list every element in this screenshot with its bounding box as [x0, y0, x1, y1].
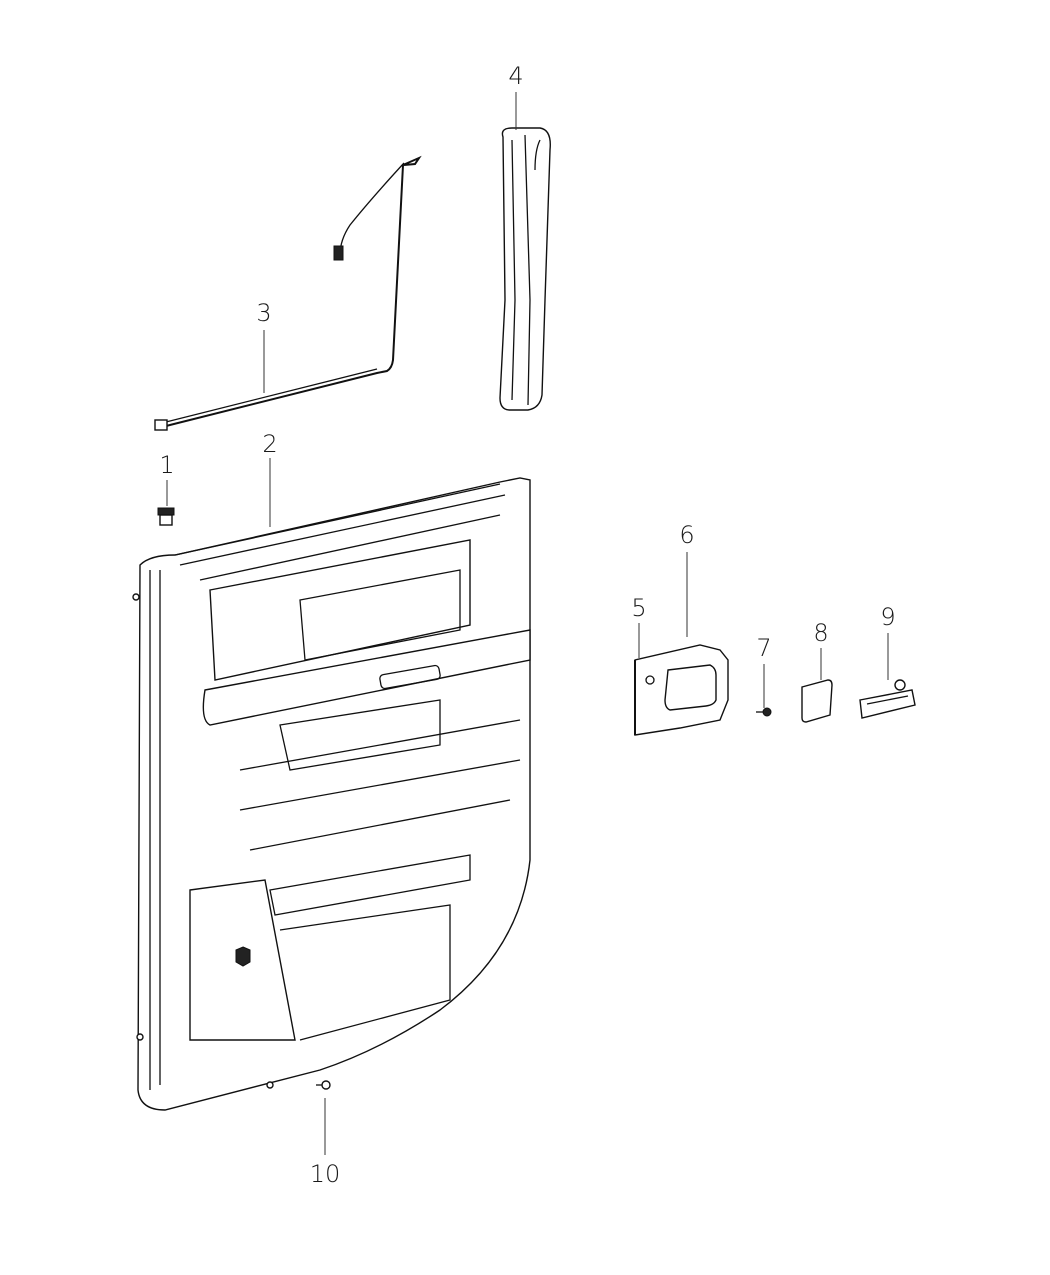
callout-3: 3	[256, 299, 272, 327]
part-7-clip	[756, 707, 772, 717]
part-1-push-clip	[157, 507, 175, 526]
callout-10: 10	[309, 1160, 341, 1188]
part-4-pillar-trim	[499, 127, 551, 411]
leader-lines	[166, 92, 889, 1155]
callout-1: 1	[159, 451, 175, 479]
callout-9: 9	[880, 603, 896, 631]
callout-2: 2	[262, 430, 278, 458]
callout-5: 5	[631, 594, 647, 622]
part-10-screw	[316, 1080, 331, 1090]
callout-8: 8	[813, 619, 829, 647]
part-8-cover	[801, 679, 833, 723]
part-9-handle	[859, 679, 916, 719]
callout-6: 6	[679, 521, 695, 549]
callout-7: 7	[756, 634, 772, 662]
part-2-door-trim-panel	[132, 477, 531, 1111]
callout-4: 4	[508, 62, 524, 90]
part-3-belt-molding	[154, 155, 422, 431]
part-5-6-handle-bezel	[634, 644, 729, 736]
